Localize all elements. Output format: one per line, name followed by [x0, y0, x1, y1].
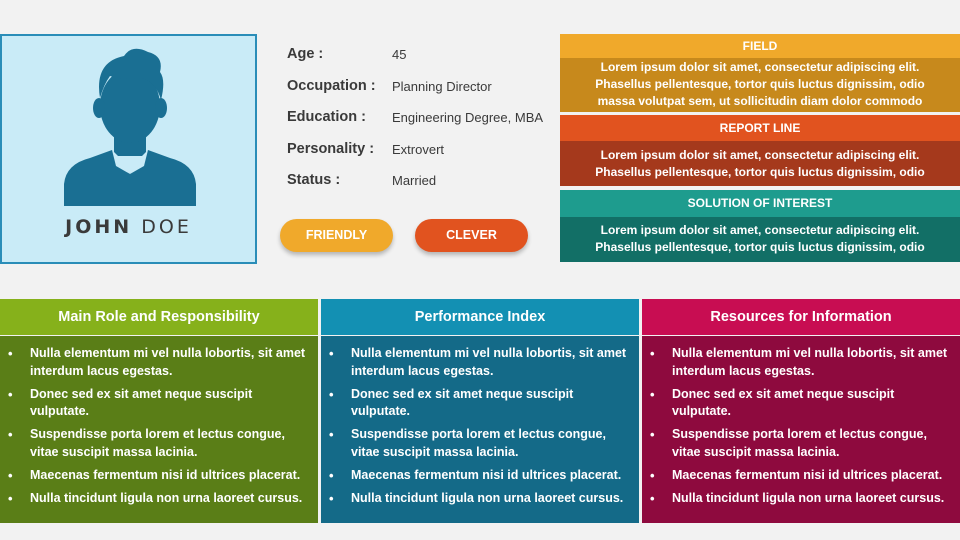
list-item: Suspendisse porta lorem et lectus congue… [8, 426, 310, 461]
panel-body: Nulla elementum mi vel nulla lobortis, s… [321, 336, 639, 523]
field-title: FIELD [560, 34, 960, 58]
report-line-body: Lorem ipsum dolor sit amet, consectetur … [560, 141, 960, 186]
info-label: Personality : [287, 141, 375, 157]
solution-body: Lorem ipsum dolor sit amet, consectetur … [560, 217, 960, 262]
field-section: FIELD Lorem ipsum dolor sit amet, consec… [560, 34, 960, 112]
list-item: Donec sed ex sit amet neque suscipit vul… [650, 386, 952, 421]
solution-title: SOLUTION OF INTEREST [560, 190, 960, 217]
list-item: Maecenas fermentum nisi id ultrices plac… [8, 467, 310, 485]
report-line-line: Lorem ipsum dolor sit amet, consectetur … [600, 148, 920, 162]
info-value: Planning Director [392, 79, 492, 94]
panel-body: Nulla elementum mi vel nulla lobortis, s… [642, 336, 960, 523]
solution-line: Lorem ipsum dolor sit amet, consectetur … [600, 223, 920, 237]
info-value: Married [392, 173, 437, 188]
list-item: Suspendisse porta lorem et lectus congue… [329, 426, 631, 461]
trait-clever-button[interactable]: CLEVER [415, 219, 528, 252]
list-item: Maecenas fermentum nisi id ultrices plac… [650, 467, 952, 485]
list-item: Suspendisse porta lorem et lectus congue… [650, 426, 952, 461]
list-item: Nulla elementum mi vel nulla lobortis, s… [329, 345, 631, 380]
field-line: Lorem ipsum dolor sit amet, consectetur … [600, 60, 920, 74]
report-line-line: Phasellus pellentesque, tortor quis luct… [595, 165, 925, 179]
person-avatar-icon [64, 48, 196, 206]
trait-friendly-button[interactable]: FRIENDLY [280, 219, 393, 252]
person-name: JOHN DOE [2, 216, 255, 238]
list-item: Nulla elementum mi vel nulla lobortis, s… [8, 345, 310, 380]
list-item: Maecenas fermentum nisi id ultrices plac… [329, 467, 631, 485]
solution-section: SOLUTION OF INTEREST Lorem ipsum dolor s… [560, 190, 960, 262]
list-item: Nulla tincidunt ligula non urna laoreet … [650, 490, 952, 508]
info-value: 45 [392, 47, 407, 62]
panel-title: Performance Index [321, 299, 639, 335]
details-column: FIELD Lorem ipsum dolor sit amet, consec… [560, 34, 960, 262]
panel-resources: Resources for Information Nulla elementu… [642, 299, 960, 523]
report-line-section: REPORT LINE Lorem ipsum dolor sit amet, … [560, 115, 960, 186]
info-label: Age : [287, 46, 324, 62]
info-label: Status : [287, 172, 341, 188]
list-item: Nulla elementum mi vel nulla lobortis, s… [650, 345, 952, 380]
panel-title: Resources for Information [642, 299, 960, 335]
panel-title: Main Role and Responsibility [0, 299, 318, 335]
first-name: JOHN [65, 216, 133, 238]
profile-avatar-card: JOHN DOE [0, 34, 257, 264]
field-body: Lorem ipsum dolor sit amet, consectetur … [560, 58, 960, 112]
field-line: massa volutpat sem, ut sollicitudin diam… [597, 94, 923, 108]
last-name: DOE [141, 216, 192, 238]
info-label: Education : [287, 109, 366, 125]
list-item: Donec sed ex sit amet neque suscipit vul… [329, 386, 631, 421]
solution-line: Phasellus pellentesque, tortor quis luct… [595, 240, 925, 254]
panel-main-role: Main Role and Responsibility Nulla eleme… [0, 299, 318, 523]
info-label: Occupation : [287, 78, 376, 94]
field-line: Phasellus pellentesque, tortor quis luct… [595, 77, 925, 91]
list-item: Nulla tincidunt ligula non urna laoreet … [8, 490, 310, 508]
list-item: Nulla tincidunt ligula non urna laoreet … [329, 490, 631, 508]
panel-body: Nulla elementum mi vel nulla lobortis, s… [0, 336, 318, 523]
panel-performance-index: Performance Index Nulla elementum mi vel… [321, 299, 639, 523]
list-item: Donec sed ex sit amet neque suscipit vul… [8, 386, 310, 421]
info-value: Engineering Degree, MBA [392, 110, 544, 125]
info-value: Extrovert [392, 142, 445, 157]
report-line-title: REPORT LINE [560, 115, 960, 141]
